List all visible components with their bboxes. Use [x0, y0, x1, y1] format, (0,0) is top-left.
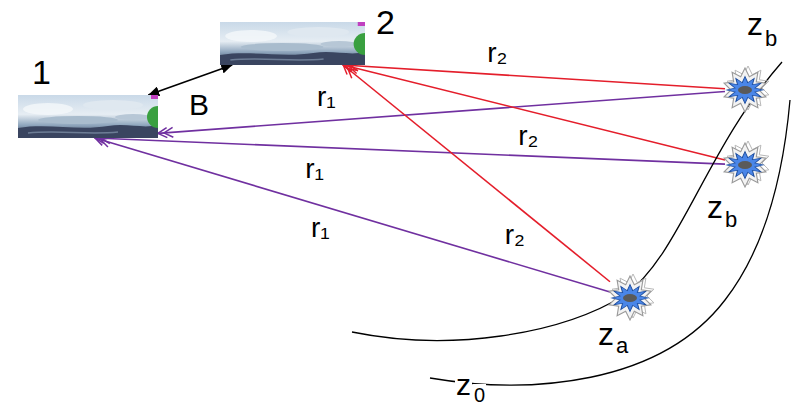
range-label: r₁	[302, 154, 327, 185]
satellite: 1	[18, 95, 158, 138]
satellite: 2	[220, 22, 365, 65]
satellite-image	[18, 95, 169, 138]
height-subscript: b	[725, 207, 737, 232]
range-label: r₁	[314, 81, 339, 112]
range-arrow	[158, 91, 725, 133]
height-symbol: z	[455, 368, 472, 403]
scatterer-symbol	[724, 141, 769, 187]
baseline-label: B	[186, 88, 212, 121]
height-symbol: z	[707, 189, 723, 226]
scatterer-symbol	[609, 274, 654, 320]
height-subscript: 0	[473, 384, 486, 407]
scatterer: zb	[725, 70, 765, 110]
satellite-number: 1	[32, 53, 51, 92]
range-label: r₁	[308, 213, 333, 244]
range-arrow	[343, 65, 610, 282]
range-label: r₂	[484, 37, 510, 68]
range-label: r₂	[515, 120, 541, 151]
range-arrow	[95, 138, 610, 292]
height-subscript: a	[616, 333, 628, 358]
height-symbol: z	[598, 316, 614, 353]
height-symbol: z	[747, 6, 763, 43]
range-arrow	[343, 65, 725, 89]
height-subscript: b	[765, 26, 777, 51]
range-arc	[352, 62, 782, 340]
baseline-arrow	[148, 65, 232, 95]
satellite-image	[220, 22, 376, 65]
satellite-number: 2	[376, 3, 395, 42]
range-arc	[430, 100, 790, 385]
scatterer: za	[610, 278, 650, 318]
scatterer: zb	[725, 145, 765, 185]
range-label: r₂	[502, 220, 528, 251]
scatterer-symbol	[724, 66, 769, 112]
range-arrow	[95, 138, 725, 164]
